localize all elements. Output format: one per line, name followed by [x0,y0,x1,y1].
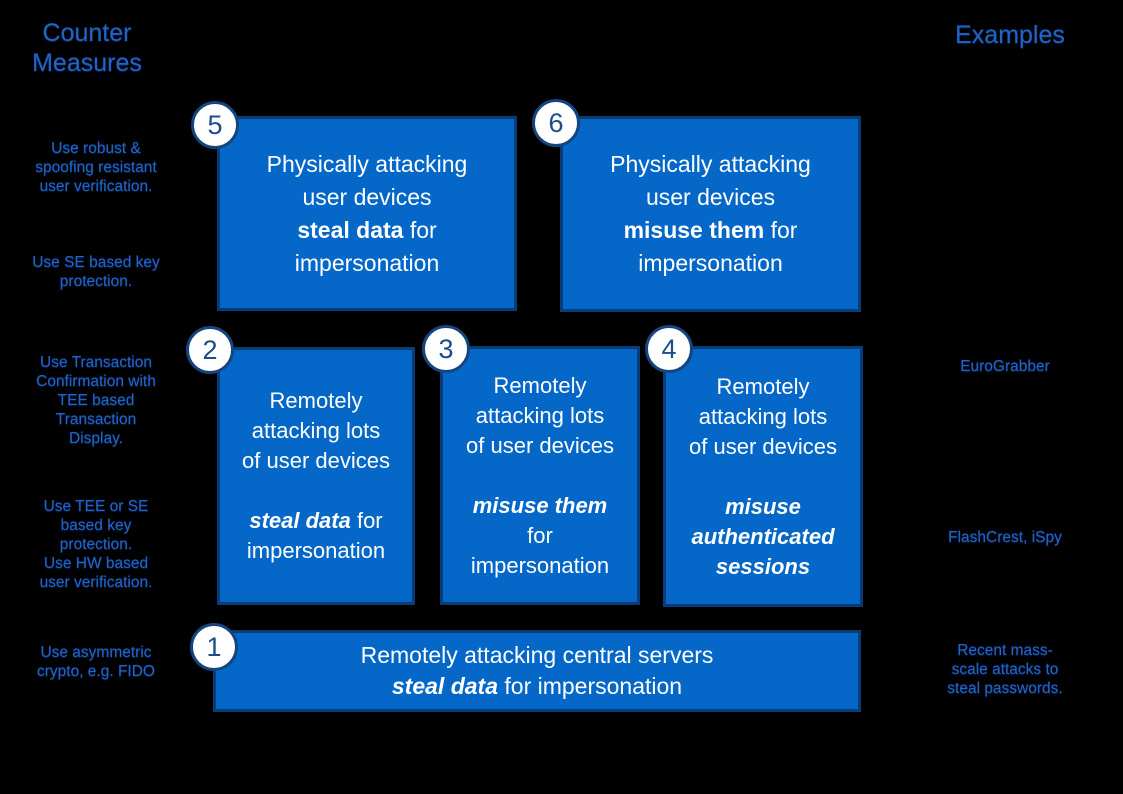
box-text-line: Remotely attacking central servers [360,642,714,668]
box-text-line: misuse them for [623,217,798,243]
step-badge-5: 5 [191,101,239,149]
attack-box-1: Remotely attacking central servers steal… [213,630,861,712]
countermeasure-note-4: Use TEE or SE based key protection. Use … [39,498,153,591]
example-note-1: EuroGrabber [960,358,1050,375]
step-badge-3: 3 [422,325,470,373]
attack-box-6: Physically attacking user devices misuse… [560,116,861,312]
example-note-2: FlashCrest, iSpy [948,529,1062,546]
box-text-line: user devices [302,183,432,210]
box-text-line: impersonation [294,249,440,276]
box-text-line: user devices [645,184,776,210]
box-text-line: steal data for [297,216,437,243]
step-badge-6: 6 [532,99,580,147]
box-text-line: Remotely [716,373,810,399]
box-text-line: impersonation [246,538,386,563]
attack-box-4: Remotely attacking lots of user devices … [663,346,863,607]
box-text-line: of user devices [466,432,614,458]
box-text-line: sessions [715,553,811,579]
box-text-line: steal data for [249,508,383,533]
example-note-3: Recent mass- scale attacks to steal pass… [947,642,1063,697]
attack-box-3: Remotely attacking lots of user devices … [440,346,640,605]
attack-box-5: Physically attacking user devices steal … [217,116,517,311]
box-text-line: of user devices [242,448,390,473]
box-text-line: of user devices [689,433,837,459]
box-text-line: attacking lots [251,418,381,443]
countermeasure-note-2: Use SE based key protection. [32,254,160,290]
box-text-line: Remotely [493,372,587,398]
step-badge-1: 1 [190,623,238,671]
countermeasure-note-1: Use robust & spoofing resistant user ver… [35,140,157,195]
counter-measures-title: Counter Measures [32,19,142,77]
box-text-line: for [527,522,553,548]
box-text-line: attacking lots [698,403,828,429]
box-text-line: misuse [725,493,801,519]
countermeasure-note-5: Use asymmetric crypto, e.g. FIDO [36,644,155,680]
countermeasure-note-3: Use Transaction Confirmation with TEE ba… [36,354,156,447]
box-text-line: attacking lots [475,402,605,428]
box-text-line: steal data for impersonation [391,673,683,699]
box-text-line: authenticated [691,523,835,549]
step-badge-2: 2 [186,326,234,374]
box-text-line: Remotely [269,388,363,413]
box-text-line: misuse them [472,492,608,518]
box-text-line: Physically attacking [610,151,811,177]
step-badge-4: 4 [645,325,693,373]
box-text-line: impersonation [638,250,783,276]
attack-box-2: Remotely attacking lots of user devices … [217,347,415,605]
examples-title: Examples [955,21,1065,49]
box-text-line: Physically attacking [266,150,468,177]
box-text-line: impersonation [470,552,610,578]
